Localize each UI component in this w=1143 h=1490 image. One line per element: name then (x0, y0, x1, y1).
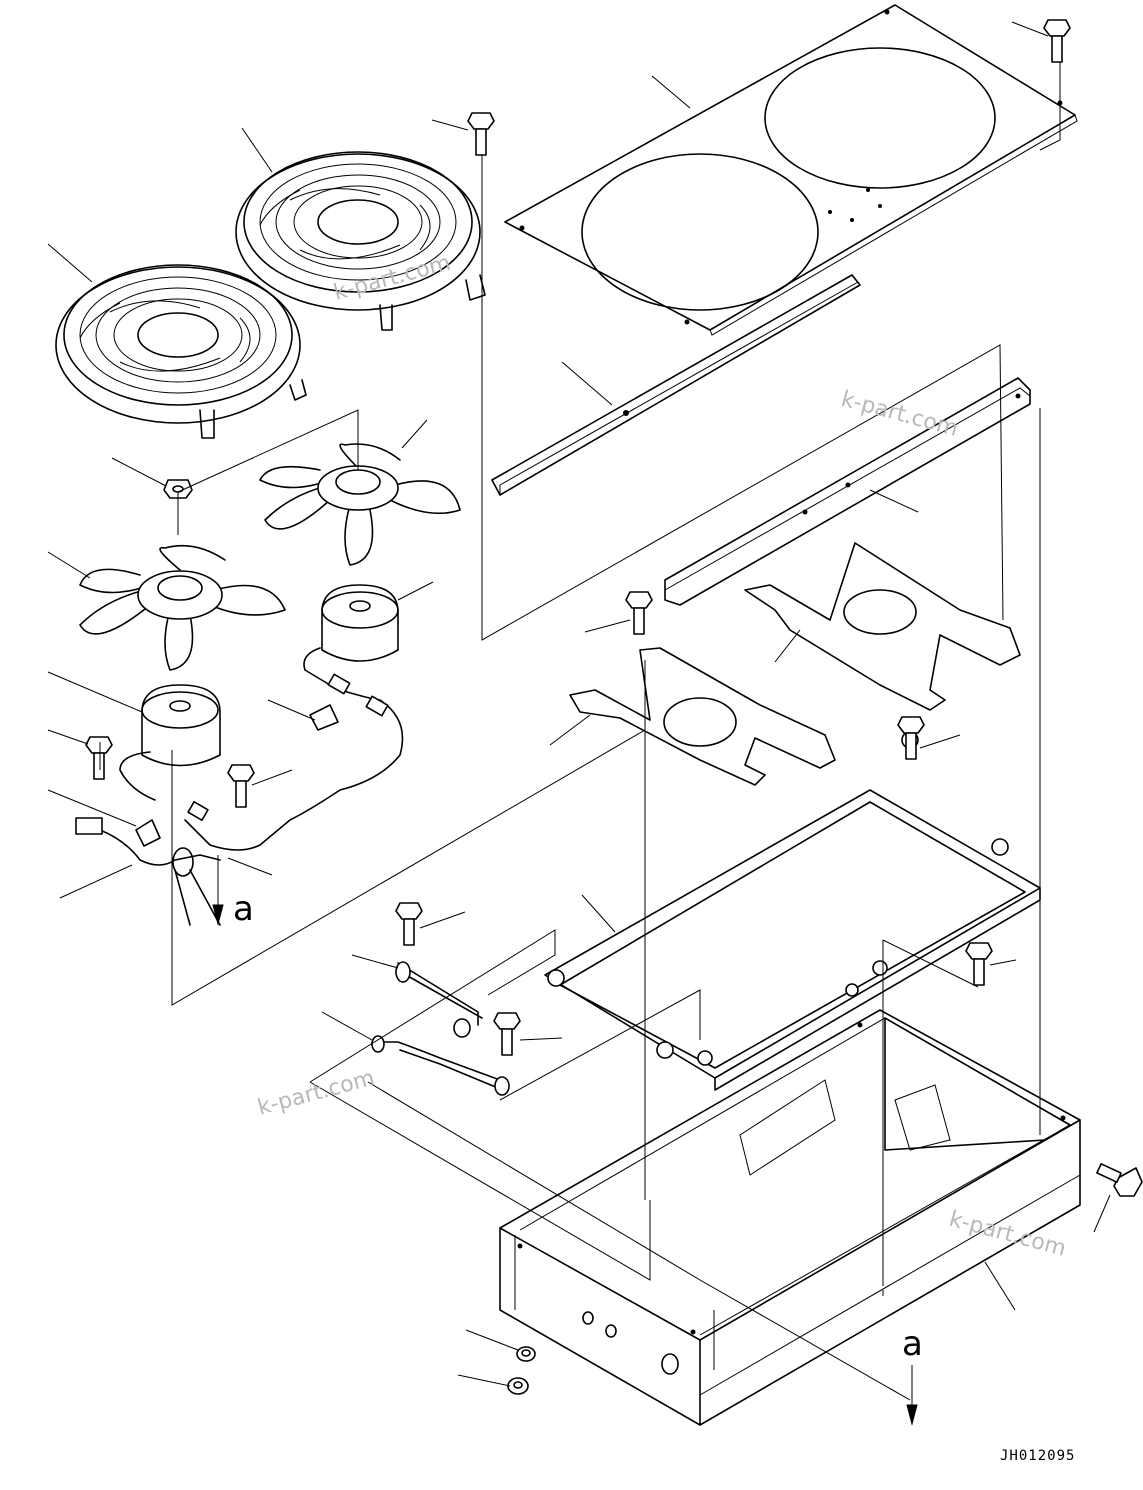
angle-bracket-upper (491, 274, 861, 496)
assembly-reference-lines (99, 62, 1061, 1401)
fan-motor-rear (321, 584, 399, 662)
condenser-core (544, 731, 1041, 1091)
refrigerant-pipe-lower (371, 1018, 510, 1096)
watermark: k-part.com (838, 387, 960, 442)
fan-shroud-front (55, 264, 307, 439)
drawing-code: JH012095 (1000, 1448, 1075, 1464)
fan-motor-front (141, 684, 221, 767)
bolt-pipe-lower (493, 1012, 521, 1056)
side-rail (664, 377, 1031, 606)
view-arrow-top: a (212, 855, 254, 929)
motor-bracket-right (744, 542, 1021, 711)
bolt-pipe-upper (395, 902, 423, 946)
lower-housing-box (499, 1009, 1081, 1426)
bolt-housing-side (1096, 1163, 1143, 1197)
bolt-top-right (1043, 19, 1071, 63)
nut-housing-lower (507, 1377, 529, 1395)
wiring-harness (75, 647, 404, 926)
watermark: k-part.com (946, 1207, 1068, 1262)
fan-shroud-rear (235, 151, 486, 331)
view-label-bottom: a (902, 1324, 923, 1364)
bolt-condenser-right (897, 716, 925, 760)
nut-housing-upper (516, 1346, 536, 1362)
fan-blade-front (79, 544, 286, 671)
motor-bracket-left (569, 647, 836, 786)
watermark: k-part.com (255, 1066, 377, 1121)
view-label-top: a (233, 889, 254, 929)
view-arrow-bottom: a (902, 1324, 923, 1426)
bolt-harness (227, 764, 255, 808)
bolt-motor-front (85, 736, 113, 780)
bolt-condenser-lower (965, 942, 993, 986)
leader-lines (47, 21, 1111, 1387)
fan-blade-rear (259, 443, 461, 566)
bolt-bracket-left (625, 591, 653, 635)
bolt-cover-left (467, 112, 495, 156)
top-cover-plate (504, 4, 1078, 336)
refrigerant-pipe-upper (395, 961, 483, 1026)
